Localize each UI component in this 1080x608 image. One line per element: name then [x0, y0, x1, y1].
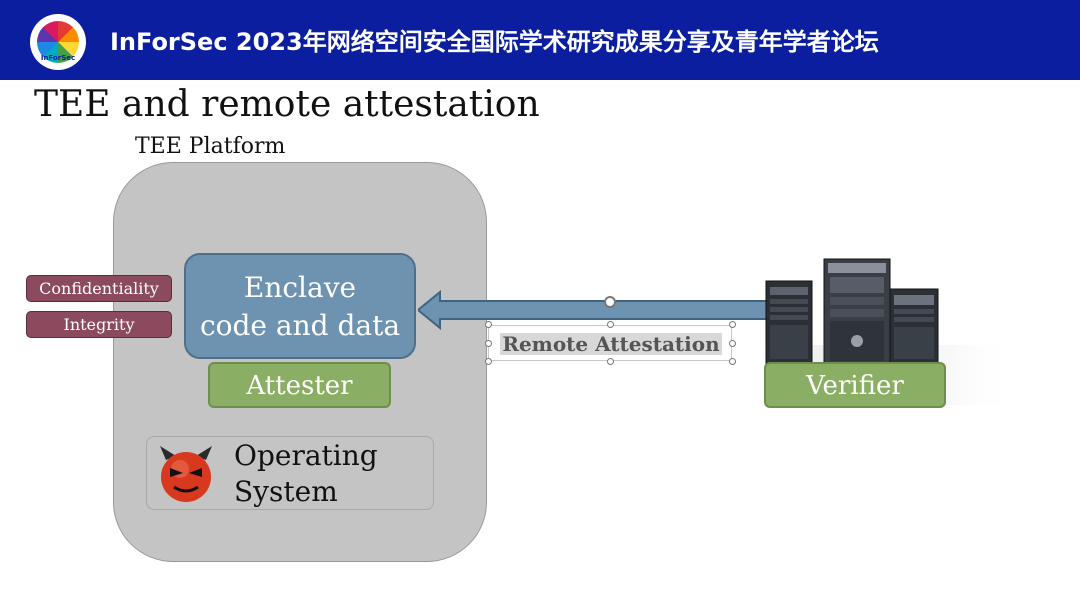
selection-handle [729, 358, 736, 365]
remote-attestation-label: Remote Attestation [500, 333, 722, 355]
enclave-line1: Enclave [243, 271, 357, 304]
selection-handle [485, 321, 492, 328]
server-right [889, 288, 939, 366]
server-center [823, 258, 891, 366]
selection-handle [729, 321, 736, 328]
server-left [765, 280, 813, 366]
selection-handle [607, 321, 614, 328]
selection-handle [485, 358, 492, 365]
tee-platform-label: TEE Platform [135, 134, 286, 159]
logo-emblem-icon [37, 21, 79, 63]
attester-box: Attester [208, 362, 391, 408]
logo-text: InForSec [40, 54, 76, 62]
os-line2: System [234, 475, 338, 508]
selection-handle [607, 358, 614, 365]
operating-system-box [146, 436, 434, 510]
operating-system-label: Operating System [234, 438, 378, 510]
enclave-line2: code and data [199, 309, 401, 342]
rotation-handle [604, 296, 616, 308]
os-line1: Operating [234, 439, 378, 472]
integrity-tag: Integrity [26, 311, 172, 338]
header-title: InForSec 2023年网络空间安全国际学术研究成果分享及青年学者论坛 [110, 28, 879, 56]
header-bar: InForSec InForSec 2023年网络空间安全国际学术研究成果分享及… [0, 0, 1080, 80]
verifier-box: Verifier [764, 362, 946, 408]
confidentiality-tag: Confidentiality [26, 275, 172, 302]
devil-face-icon [160, 446, 212, 502]
slide-title: TEE and remote attestation [34, 84, 540, 125]
selection-handle [485, 340, 492, 347]
enclave-box: Enclave code and data [184, 253, 416, 359]
selection-handle [729, 340, 736, 347]
double-arrow [418, 290, 790, 330]
inforsec-logo: InForSec [30, 14, 86, 70]
